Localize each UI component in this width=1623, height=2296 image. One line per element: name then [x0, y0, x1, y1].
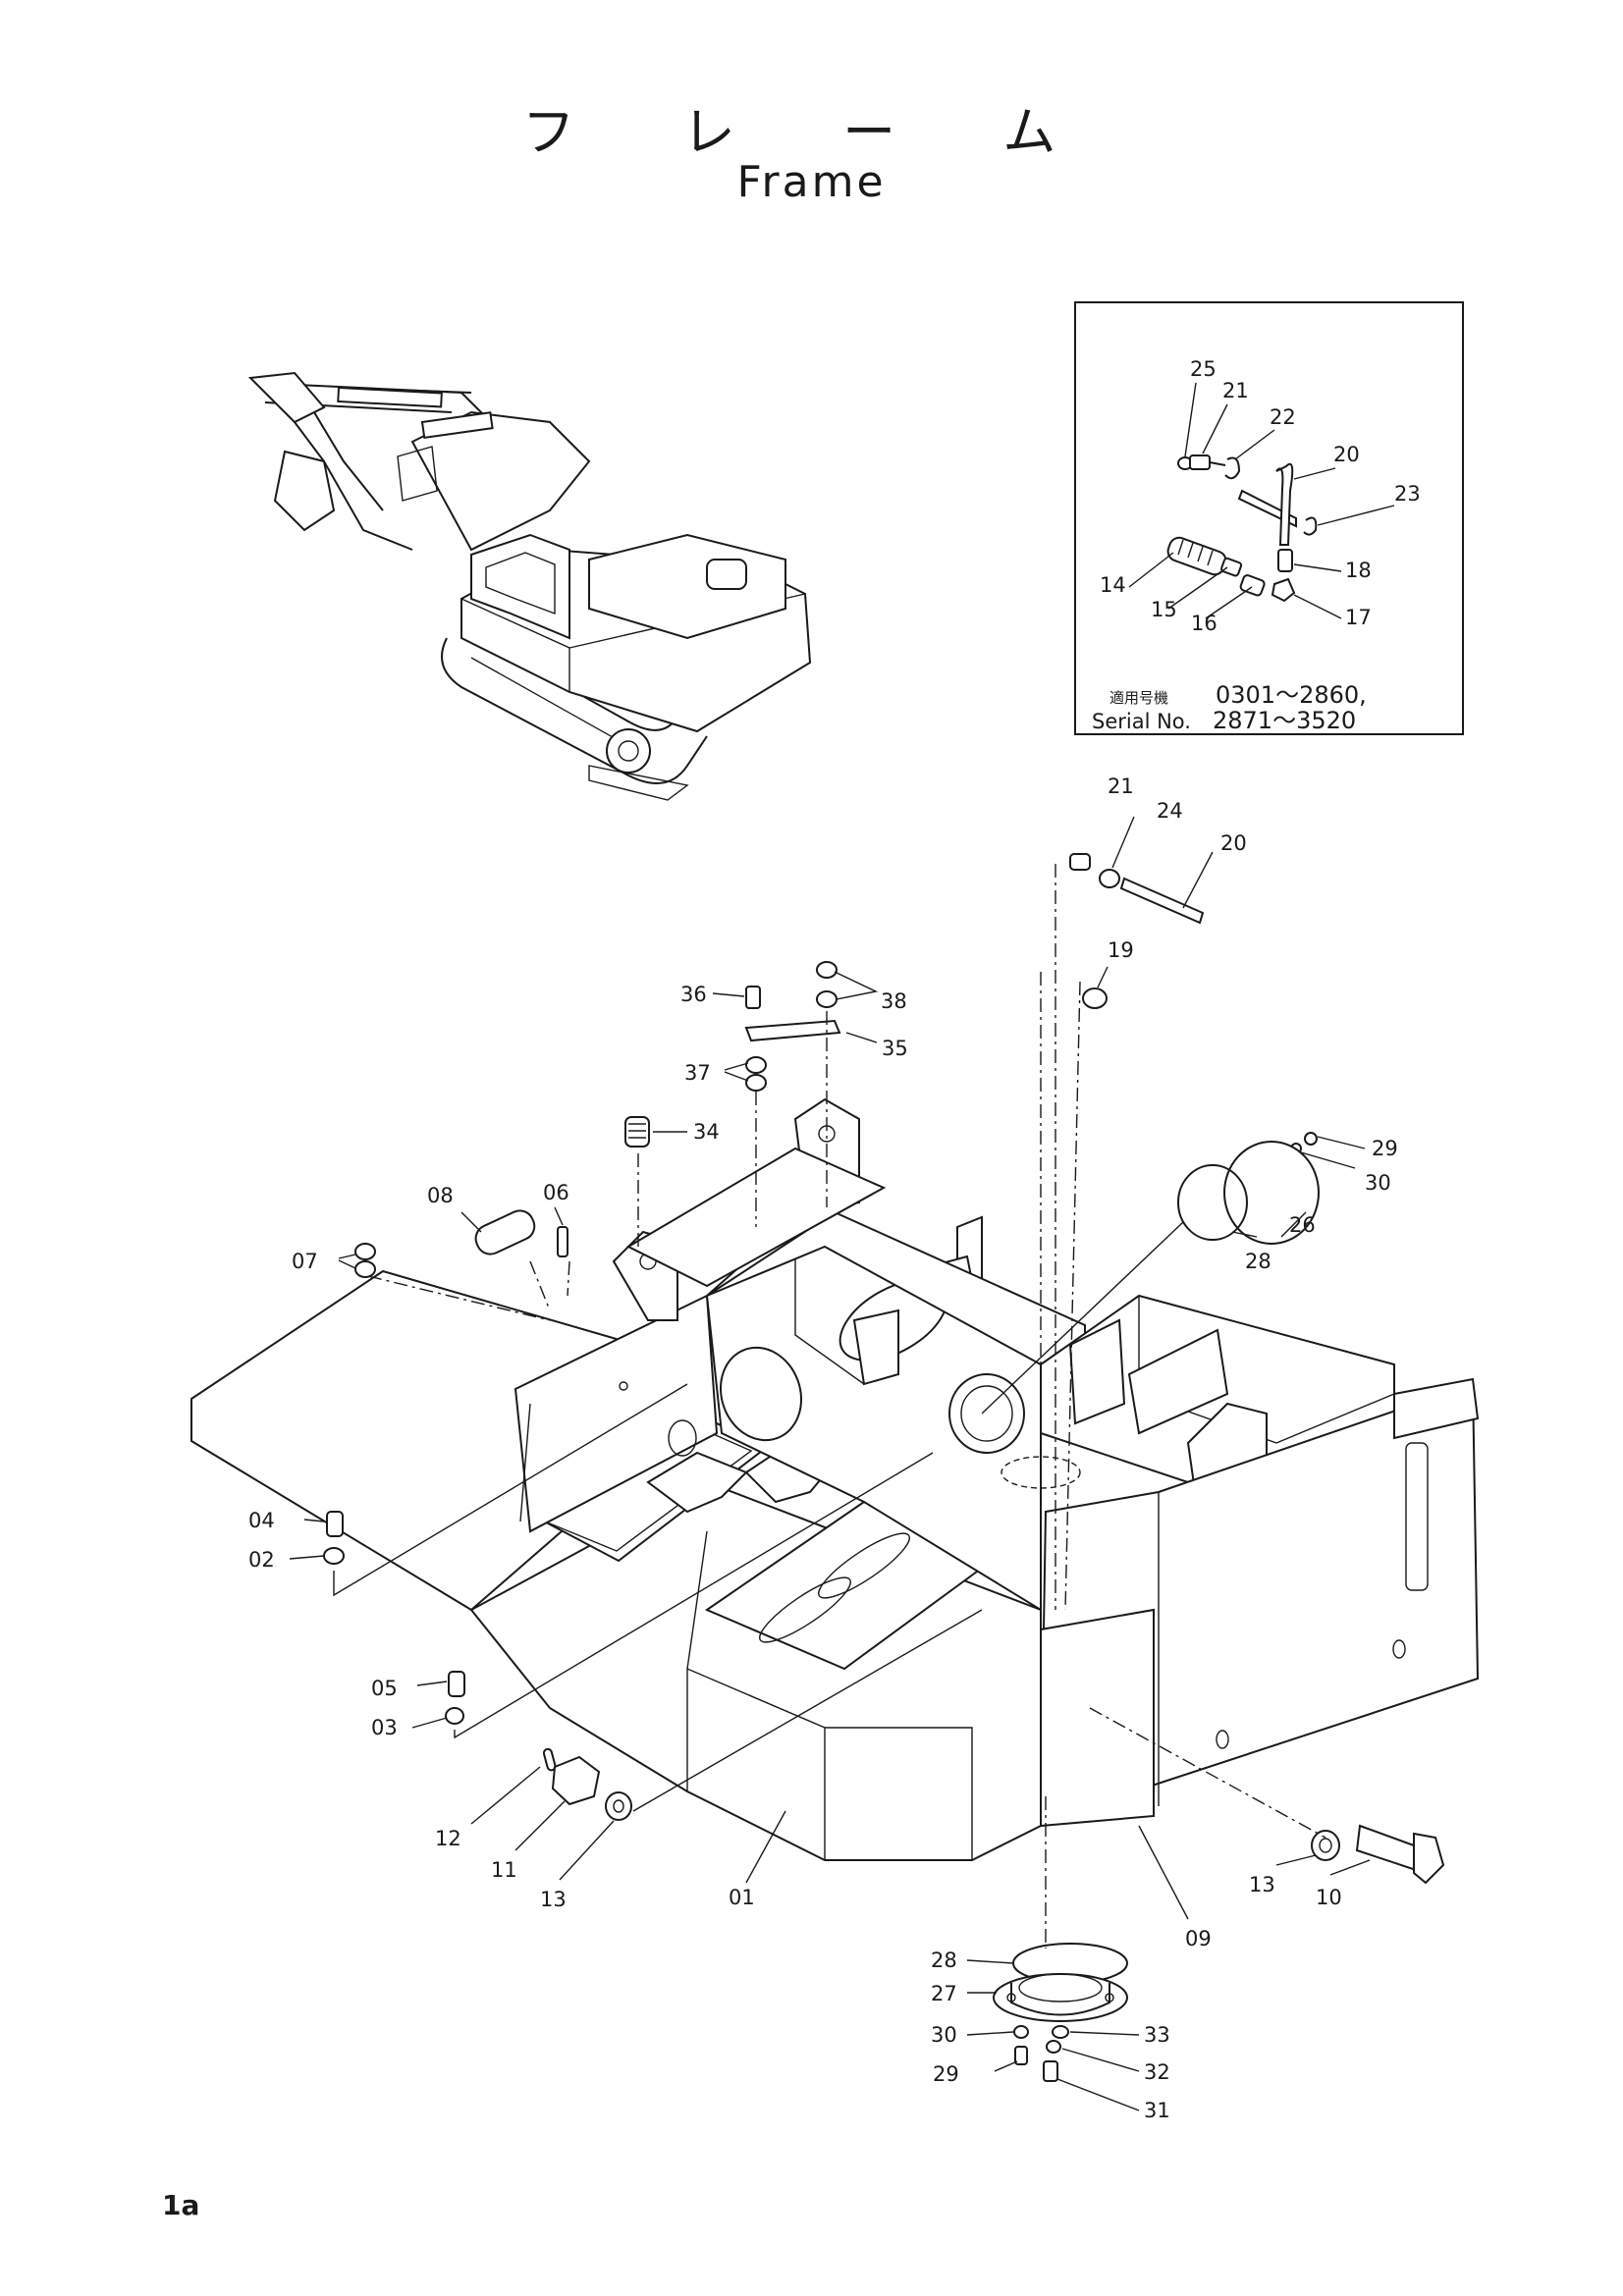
hose-clip-icon: [1224, 456, 1241, 480]
callout-07: 07: [292, 1250, 318, 1273]
loose-parts: [323, 853, 1445, 2082]
page-title: Frame: [736, 157, 887, 207]
callout-05: 05: [371, 1677, 398, 1700]
inset-serial-range-2: 2871～3520: [1213, 707, 1356, 734]
page-number: 1a: [162, 2189, 200, 2221]
inset-callout-23: 23: [1394, 482, 1421, 506]
bolt-icon: [1069, 853, 1091, 871]
callout-36: 36: [680, 983, 707, 1006]
callout-28: 28: [1245, 1250, 1271, 1273]
inset-callout-15: 15: [1151, 598, 1177, 621]
callout-06: 06: [543, 1181, 569, 1204]
inset-callout-22: 22: [1270, 405, 1296, 429]
callout-28-bottom: 28: [931, 1949, 957, 1972]
inset-leaders: [1128, 382, 1395, 619]
inset-callout-20: 20: [1333, 443, 1360, 466]
cotter-pin-icon: [542, 1747, 557, 1772]
washer-icon: [1099, 869, 1120, 888]
inset-callout-14: 14: [1100, 573, 1126, 597]
bucket-icon: [273, 450, 336, 532]
o-ring-icon: [1177, 1164, 1248, 1241]
callout-11: 11: [491, 1858, 517, 1882]
callout-29: 29: [1372, 1137, 1398, 1160]
callout-10: 10: [1316, 1886, 1342, 1909]
inset-callout-18: 18: [1345, 559, 1372, 582]
callout-21: 21: [1108, 774, 1134, 798]
inset-parts: [1166, 454, 1318, 603]
callout-27: 27: [931, 1982, 957, 2005]
callout-19: 19: [1108, 938, 1134, 962]
track-sprocket-icon: [606, 728, 651, 774]
callout-34: 34: [693, 1120, 720, 1144]
counterweight-bolt-icon: [1355, 1824, 1418, 1872]
callout-31: 31: [1144, 2099, 1170, 2122]
plate-icon: [744, 1019, 841, 1042]
callout-20: 20: [1220, 831, 1247, 855]
callout-35: 35: [882, 1037, 908, 1060]
inset-box: [1074, 301, 1464, 735]
inset-callout-21: 21: [1222, 379, 1249, 402]
callout-33: 33: [1144, 2023, 1170, 2047]
bolt-icon: [1189, 454, 1211, 470]
inset-serial-prefix: Serial No.: [1092, 710, 1191, 733]
pin-icon: [474, 1209, 536, 1255]
cover-plate-icon: [1223, 1141, 1320, 1245]
callout-labels: 21 24 20 19 36 38 35 37 34 29 30 26 28 0…: [248, 774, 1398, 2122]
callout-08: 08: [427, 1184, 454, 1207]
castle-nut-icon: [551, 1755, 601, 1806]
leader-lines: [289, 816, 1371, 2111]
callout-02: 02: [248, 1548, 275, 1572]
left-side-wall-icon: [514, 1294, 719, 1533]
callout-32: 32: [1144, 2060, 1170, 2084]
callout-26: 26: [1289, 1213, 1316, 1237]
elbow-fitting-icon: [1271, 577, 1296, 603]
callout-13-right: 13: [1249, 1873, 1275, 1896]
callout-03: 03: [371, 1716, 398, 1739]
excavator-illustration-icon: [247, 371, 812, 801]
hose-icon: [1119, 877, 1205, 925]
callout-38: 38: [881, 989, 907, 1013]
inset-callouts: 25 21 22 20 23 14 15 16 18 17: [1100, 357, 1421, 635]
callout-29-bottom: 29: [933, 2062, 959, 2086]
inset-callout-17: 17: [1345, 606, 1372, 629]
drain-plug-icon: [1166, 536, 1227, 576]
inset-callout-16: 16: [1191, 612, 1217, 635]
callout-09: 09: [1185, 1927, 1212, 1950]
callout-24: 24: [1157, 799, 1183, 823]
callout-01: 01: [729, 1886, 755, 1909]
nut-icon: [816, 961, 838, 979]
inset-callout-25: 25: [1190, 357, 1217, 381]
callout-12: 12: [435, 1827, 461, 1850]
callout-04: 04: [248, 1509, 275, 1532]
boom-icon: [410, 410, 591, 552]
inset-serial-label-jp: 適用号機: [1109, 689, 1168, 707]
plug-icon: [1082, 988, 1108, 1009]
callout-37: 37: [684, 1061, 711, 1085]
callout-13-left: 13: [540, 1888, 567, 1911]
callout-30-bottom: 30: [931, 2023, 957, 2047]
plug-icon: [624, 1116, 650, 1148]
callout-30: 30: [1365, 1171, 1391, 1195]
inset-serial-range-1: 0301～2860,: [1216, 681, 1367, 709]
page-title-japanese: フ レ ー ム: [521, 101, 1102, 163]
